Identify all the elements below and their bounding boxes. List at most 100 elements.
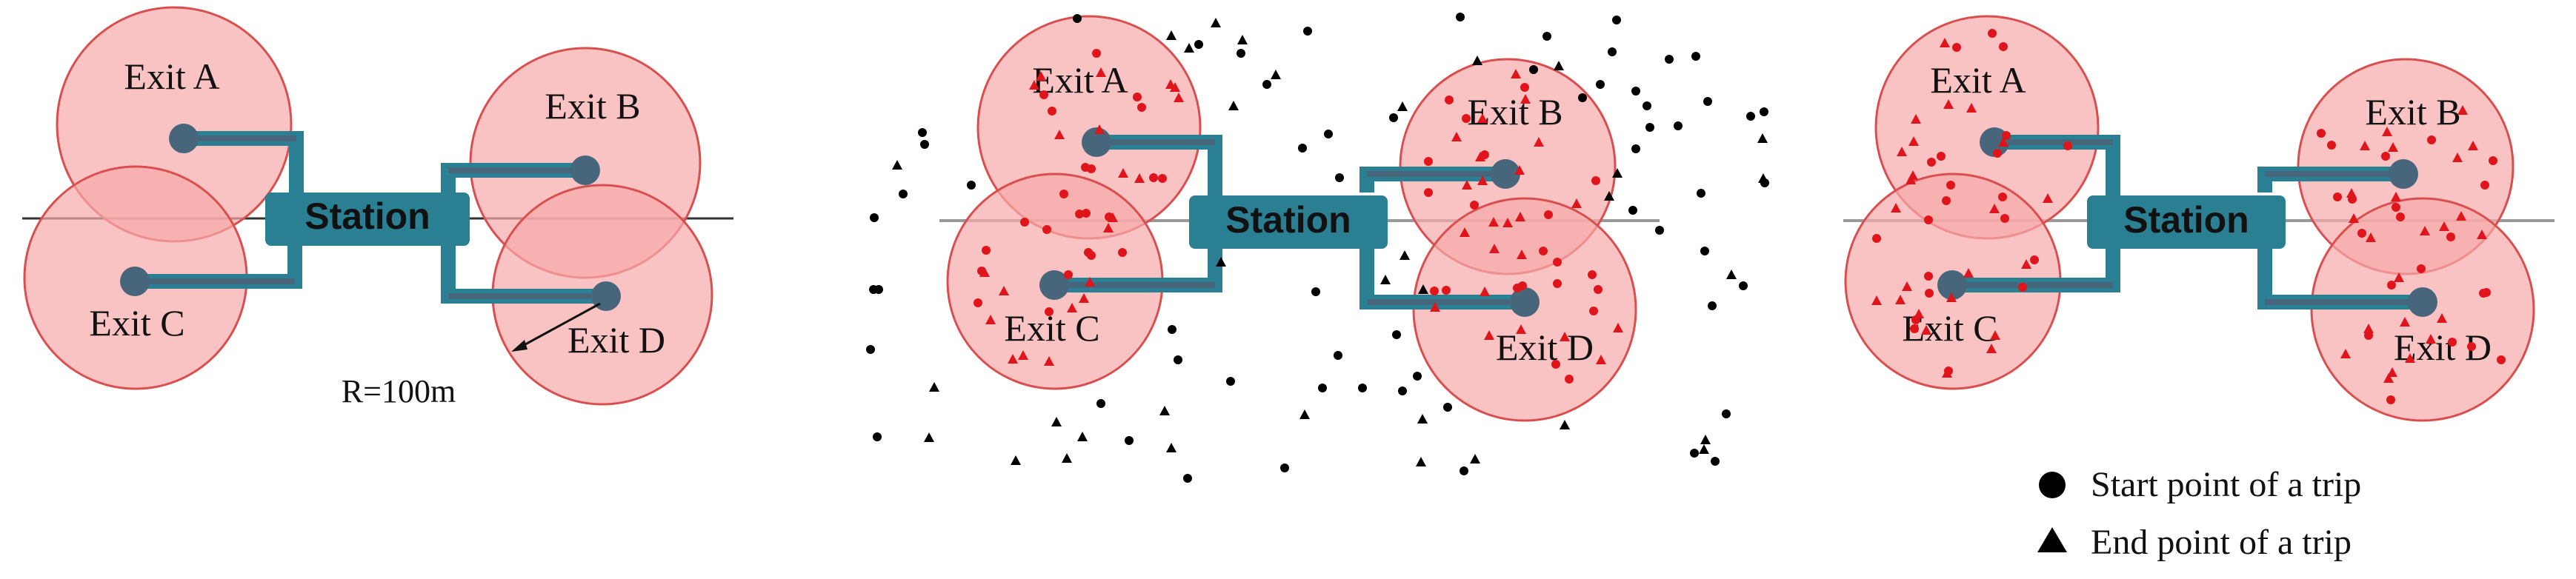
trip-start-point xyxy=(1413,372,1422,381)
trip-end-point xyxy=(2346,188,2357,198)
trip-end-point xyxy=(979,267,990,277)
trip-end-point xyxy=(1604,191,1614,201)
trip-end-point xyxy=(1430,302,1440,312)
trip-start-point xyxy=(1946,181,1955,190)
trip-start-point xyxy=(1298,144,1307,153)
station-box xyxy=(1189,195,1388,249)
trip-end-point xyxy=(1963,268,1974,278)
trip-end-point xyxy=(1418,284,1428,294)
trip-end-point xyxy=(1477,113,1488,123)
trip-start-point xyxy=(982,246,991,255)
trip-start-point xyxy=(2317,129,2326,138)
trip-end-point xyxy=(1488,217,1499,227)
trip-start-point xyxy=(1760,107,1768,116)
exit-a-node xyxy=(1980,127,2009,157)
trip-start-point xyxy=(1988,29,1997,38)
trip-end-point xyxy=(1517,250,1527,259)
trip-start-point xyxy=(1628,206,1637,215)
trip-start-point xyxy=(2427,135,2436,144)
trip-end-point xyxy=(1008,354,1018,364)
trip-start-point xyxy=(1398,386,1407,395)
trip-end-point xyxy=(2439,221,2449,231)
trip-start-point xyxy=(2018,283,2027,292)
trip-start-point xyxy=(1358,384,1367,392)
trip-end-point xyxy=(2452,153,2463,162)
trip-end-point xyxy=(1516,324,1526,334)
trip-end-point xyxy=(2387,367,2397,377)
trip-end-point xyxy=(1914,309,1924,318)
trip-end-point xyxy=(1477,175,1488,185)
trip-end-point xyxy=(1062,453,1072,463)
trip-start-point xyxy=(1711,457,1720,466)
trip-end-point xyxy=(1943,99,1954,109)
trip-end-point xyxy=(1079,293,1089,303)
trip-start-point xyxy=(1952,43,1961,52)
trip-end-point xyxy=(1946,292,1957,302)
trip-end-point xyxy=(1871,295,1882,305)
trip-end-point xyxy=(1897,147,1907,156)
trip-start-point xyxy=(2000,214,2009,223)
trip-end-point xyxy=(1757,133,1768,143)
passageway-cores xyxy=(135,135,604,299)
trip-end-point xyxy=(1908,136,1919,146)
trip-end-point xyxy=(1921,325,1931,335)
exit-d-node xyxy=(1510,287,1540,317)
trip-start-point xyxy=(1280,463,1289,472)
trip-start-point xyxy=(1993,149,2002,158)
trip-start-point xyxy=(1708,301,1717,310)
trip-start-point xyxy=(1513,284,1522,292)
trip-end-point xyxy=(892,160,902,170)
trip-end-point xyxy=(1726,270,1737,279)
trip-start-point xyxy=(1059,190,1068,198)
trip-end-point xyxy=(1228,101,1239,110)
legend: Start point of a trip End point of a tri… xyxy=(2037,465,2361,562)
trip-end-point xyxy=(1989,204,2000,213)
trip-start-point xyxy=(1087,251,1096,260)
trip-end-point xyxy=(2456,211,2466,221)
trip-start-point xyxy=(1194,40,1203,49)
trip-end-point xyxy=(985,315,996,324)
filled-triangle-icon xyxy=(2037,527,2067,552)
trip-end-point xyxy=(1700,435,1711,444)
trip-start-point xyxy=(1470,201,1479,210)
trip-start-point xyxy=(866,345,875,354)
trip-start-point xyxy=(1553,279,1562,288)
trip-start-point xyxy=(1925,289,1934,298)
trip-start-point xyxy=(1910,324,1919,333)
trip-start-point xyxy=(1174,355,1182,364)
trip-start-point xyxy=(1445,96,1454,104)
trip-start-point xyxy=(1739,281,1748,290)
trip-start-point xyxy=(1565,375,1574,384)
trip-start-point xyxy=(2392,203,2400,212)
trip-end-point xyxy=(1397,101,1408,111)
radius-label: R=100m xyxy=(342,373,456,409)
station-box xyxy=(265,193,470,246)
trip-end-point xyxy=(2437,313,2447,323)
trip-end-point xyxy=(1067,303,1077,312)
trip-start-point xyxy=(2446,232,2455,241)
trip-start-point xyxy=(1608,47,1617,56)
trip-start-point xyxy=(1092,49,1101,58)
trip-start-point xyxy=(1690,449,1699,458)
trip-start-point xyxy=(1691,52,1700,61)
trip-end-point xyxy=(1299,409,1310,419)
trip-end-point xyxy=(1906,175,1916,184)
trip-start-point xyxy=(1645,123,1654,132)
trip-end-point xyxy=(1891,203,1901,212)
panel-2: Station Exit A Exit B Exit C Exit D xyxy=(939,15,1660,422)
trip-start-point xyxy=(1631,144,1640,153)
passageway-cores xyxy=(1952,139,2423,305)
trip-end-point xyxy=(2400,317,2410,327)
trip-end-point xyxy=(2360,141,2370,150)
radius-arrow xyxy=(518,302,601,349)
exit-b-label: Exit B xyxy=(545,85,640,127)
exit-b-node xyxy=(2389,159,2418,189)
trip-start-point xyxy=(2479,289,2488,298)
trip-start-point xyxy=(1872,234,1881,243)
exit-b-node xyxy=(570,155,600,185)
trip-start-point xyxy=(2002,131,2011,140)
trip-end-point xyxy=(1166,443,1176,452)
trip-end-point xyxy=(2340,349,2351,358)
trip-start-point xyxy=(1520,83,1529,92)
trip-start-point xyxy=(1643,101,1651,110)
